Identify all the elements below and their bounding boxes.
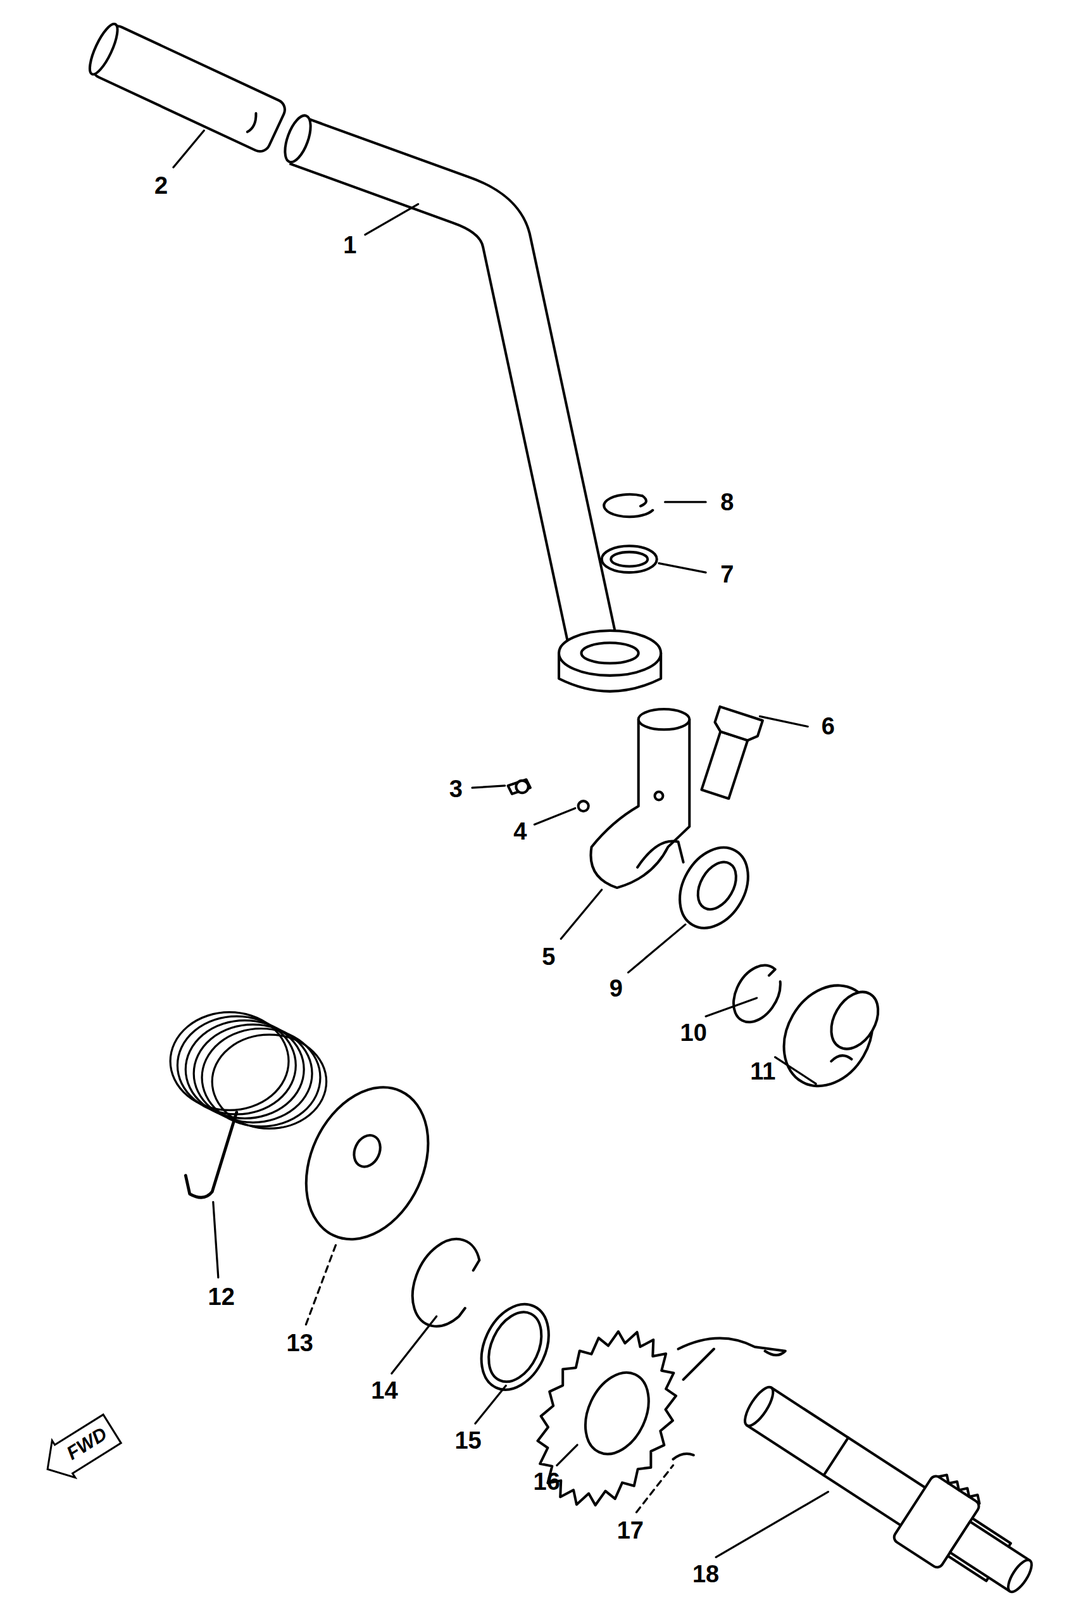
direction-arrow: FWD (35, 1409, 124, 1487)
callout-number: 2 (151, 172, 171, 199)
callout-number: 18 (689, 1560, 722, 1587)
bolt (693, 706, 763, 801)
grip (84, 20, 289, 156)
kick-shaft (731, 1363, 1051, 1600)
return-spring (170, 1012, 327, 1198)
callout-number: 16 (531, 1467, 563, 1495)
callout-number: 8 (717, 488, 737, 516)
callout-number: 15 (451, 1426, 484, 1454)
callout-number: 5 (539, 943, 558, 970)
callout-number: 6 (819, 712, 838, 740)
callout-number: 14 (368, 1376, 401, 1404)
leader-lines (173, 130, 829, 1557)
callout-number: 10 (677, 1019, 710, 1046)
callout-number: 13 (284, 1329, 316, 1356)
circlip (603, 494, 653, 517)
kick-boss (590, 708, 690, 888)
callout-number: 11 (747, 1057, 778, 1085)
callout-number: 1 (340, 231, 359, 259)
callout-number: 12 (205, 1282, 238, 1310)
callout-number: 17 (614, 1516, 647, 1544)
callout-number: 3 (446, 775, 466, 802)
callout-number: 4 (510, 817, 530, 845)
callout-number: 7 (717, 560, 737, 588)
kick-lever (279, 112, 661, 692)
callout-number: 9 (606, 974, 626, 1002)
